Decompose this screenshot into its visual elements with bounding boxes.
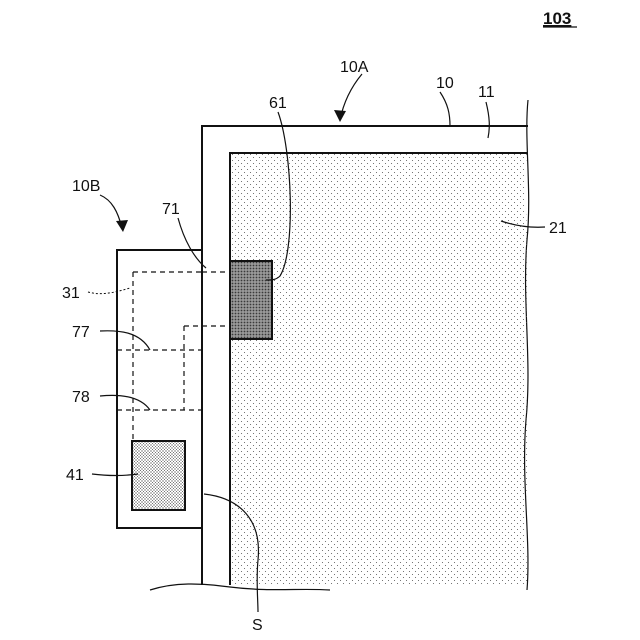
element-61 bbox=[230, 261, 272, 339]
label-21: 21 bbox=[549, 220, 567, 237]
leader-77 bbox=[100, 331, 150, 350]
label-S: S bbox=[252, 617, 263, 634]
arrowhead-10A bbox=[334, 110, 346, 122]
label-10B: 10B bbox=[72, 178, 100, 195]
leader-31 bbox=[88, 288, 130, 294]
figure-number: 103 bbox=[543, 9, 571, 28]
leader-10 bbox=[440, 92, 450, 126]
leader-11 bbox=[486, 102, 489, 138]
label-10A: 10A bbox=[340, 59, 369, 76]
label-71: 71 bbox=[162, 201, 180, 218]
leader-78 bbox=[100, 395, 150, 410]
label-78: 78 bbox=[72, 389, 90, 406]
label-41: 41 bbox=[66, 467, 84, 484]
arrowhead-10B bbox=[116, 220, 128, 232]
leader-41 bbox=[92, 474, 138, 476]
region-21-fill bbox=[230, 153, 528, 585]
label-61: 61 bbox=[269, 95, 287, 112]
label-10: 10 bbox=[436, 75, 454, 92]
label-77: 77 bbox=[72, 324, 90, 341]
element-41 bbox=[132, 441, 185, 510]
label-11: 11 bbox=[478, 84, 495, 101]
label-31: 31 bbox=[62, 285, 80, 302]
